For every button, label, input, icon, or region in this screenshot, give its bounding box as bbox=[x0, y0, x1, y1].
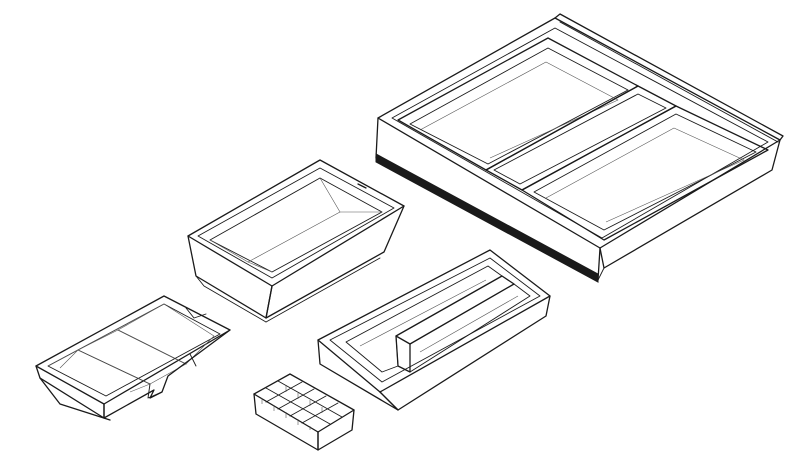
long-divided-tray bbox=[317, 249, 551, 411]
small-grid-organizer bbox=[253, 373, 355, 451]
tray-compartment bbox=[409, 283, 531, 373]
tray-compartment bbox=[77, 329, 187, 385]
large-three-compartment-tray bbox=[375, 13, 784, 283]
tray-compartment bbox=[521, 105, 769, 241]
deep-bin bbox=[187, 159, 405, 323]
tray-compartment bbox=[117, 303, 215, 365]
angled-tray-with-feet bbox=[35, 295, 231, 421]
tray-compartment bbox=[59, 349, 151, 393]
